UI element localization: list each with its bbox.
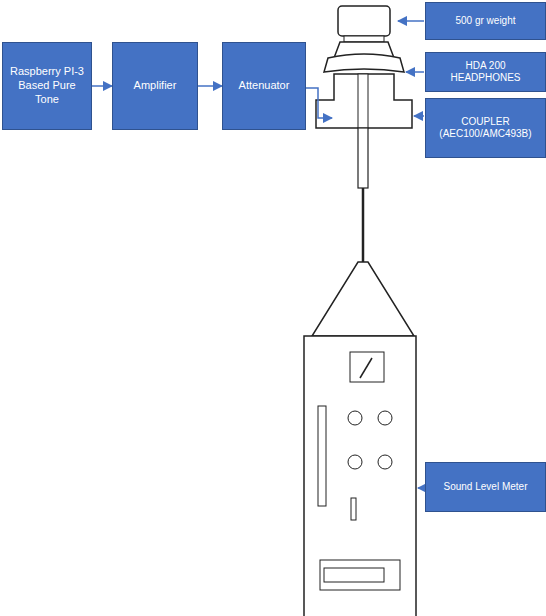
- meter-knob: [378, 411, 392, 425]
- weight-base: [344, 36, 384, 42]
- box-text-group: Raspberry PI-3 Based Pure Tone: [8, 65, 86, 106]
- microphone-rod: [358, 128, 368, 188]
- box-label: Attenuator: [239, 79, 290, 93]
- meter-switch: [351, 498, 356, 520]
- meter-dial: [350, 352, 384, 382]
- process-box: Raspberry PI-3 Based Pure Tone: [2, 42, 92, 130]
- box-text-group: Amplifier: [134, 79, 177, 93]
- box-label: Sound Level Meter: [444, 481, 528, 494]
- headphone-cushion: [324, 54, 404, 72]
- signal-arrow: [198, 85, 222, 87]
- box-text-group: Sound Level Meter: [444, 481, 528, 494]
- box-label: Raspberry PI-3 Based Pure Tone: [8, 65, 86, 106]
- box-label: 500 gr weight: [455, 15, 515, 28]
- process-box: Amplifier: [112, 42, 198, 130]
- pointer-arrow: [406, 71, 424, 73]
- meter-neck: [312, 262, 414, 336]
- meter-display: [324, 568, 384, 582]
- meter-knob: [378, 455, 392, 469]
- box-label: COUPLER (AEC100/AMC493B): [431, 116, 540, 141]
- meter-knob: [348, 455, 362, 469]
- pointer-arrow: [418, 487, 424, 489]
- pointer-arrow: [414, 115, 424, 117]
- meter-body: [304, 336, 416, 616]
- process-box: Attenuator: [222, 42, 306, 130]
- coupler-microphone: [358, 74, 368, 128]
- meter-panel: [320, 560, 400, 590]
- meter-stem: [362, 188, 365, 262]
- meter-scale: [318, 406, 326, 506]
- weight-drawing: [338, 6, 390, 36]
- label-box: 500 gr weight: [425, 2, 546, 40]
- signal-arrow: [306, 88, 332, 118]
- box-text-group: Attenuator: [239, 79, 290, 93]
- coupler-drawing: [316, 74, 412, 128]
- label-box: HDA 200 HEADPHONES: [425, 52, 546, 92]
- meter-needle: [360, 358, 372, 378]
- pointer-arrow: [398, 20, 424, 22]
- label-box: COUPLER (AEC100/AMC493B): [425, 98, 546, 158]
- box-text-group: COUPLER (AEC100/AMC493B): [431, 116, 540, 141]
- box-label: HDA 200 HEADPHONES: [431, 60, 540, 85]
- label-box: Sound Level Meter: [425, 462, 546, 512]
- box-text-group: 500 gr weight: [455, 15, 515, 28]
- box-label: Amplifier: [134, 79, 177, 93]
- signal-arrow: [92, 85, 112, 87]
- box-text-group: HDA 200 HEADPHONES: [431, 60, 540, 85]
- meter-knob: [348, 411, 362, 425]
